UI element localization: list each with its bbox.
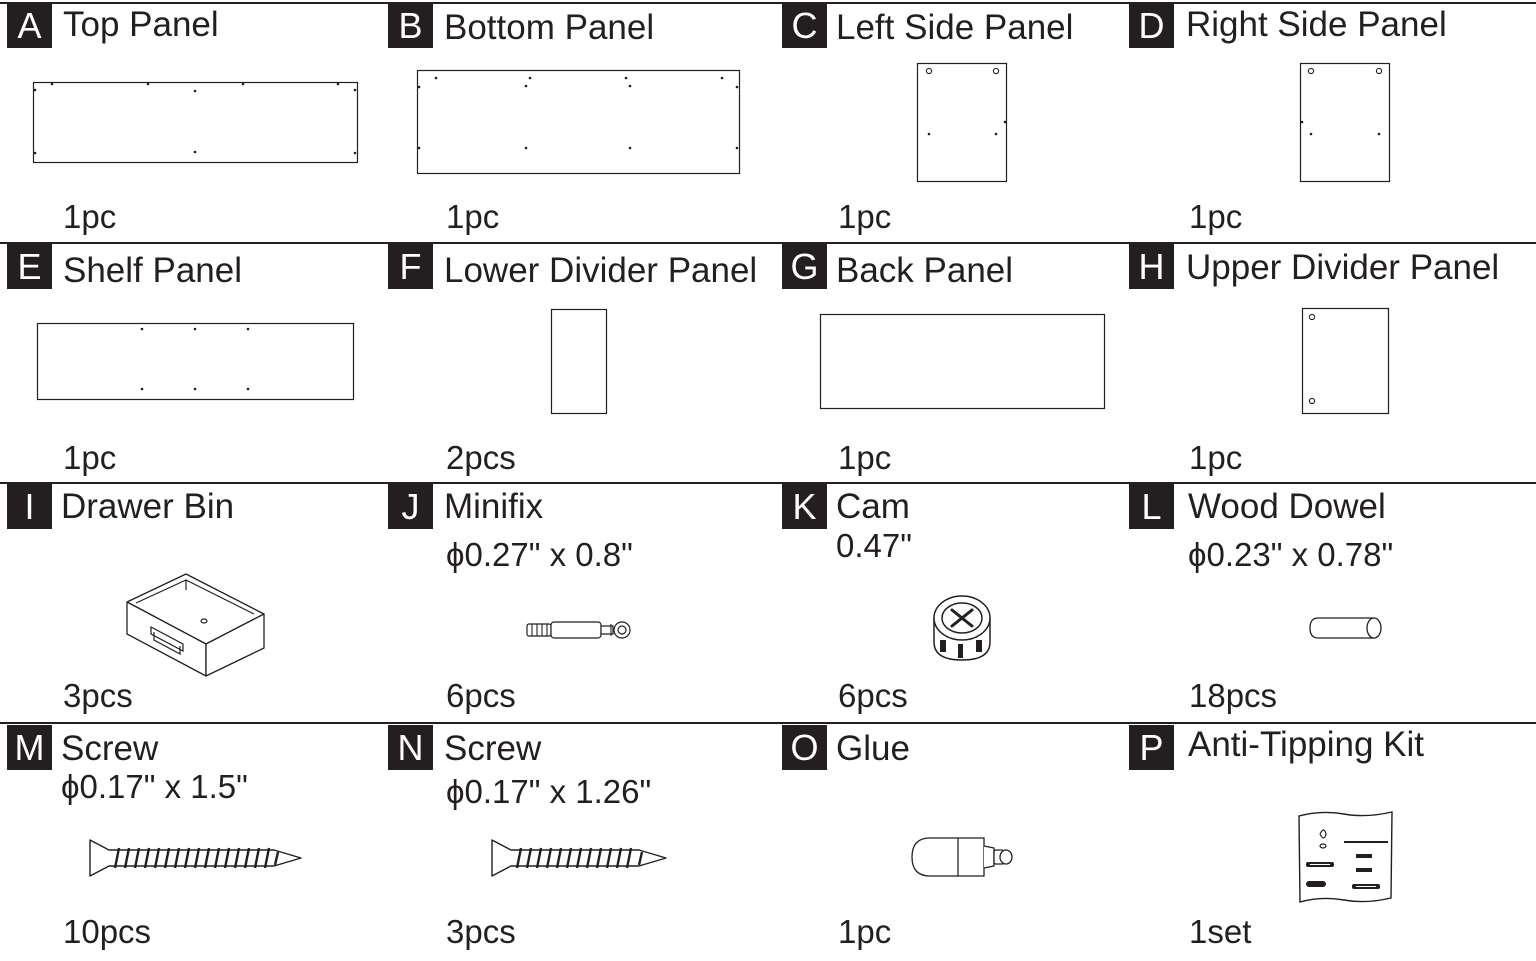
row-divider — [0, 482, 1536, 484]
panel-icon — [1299, 62, 1391, 188]
part-quantity: 1pc — [1189, 198, 1243, 235]
part-size: ϕ0.23" x 0.78" — [1188, 536, 1394, 573]
part-quantity: 3pcs — [446, 913, 516, 950]
panel-icon — [32, 81, 359, 169]
panel-icon — [550, 308, 608, 420]
part-letter: K — [782, 484, 827, 529]
part-letter: P — [1129, 725, 1174, 770]
part-letter: N — [388, 725, 433, 770]
panel-icon — [1301, 307, 1390, 420]
part-letter: L — [1129, 484, 1174, 529]
part-name: Bottom Panel — [444, 8, 655, 47]
minifix-bolt-icon — [526, 618, 634, 647]
part-quantity: 1pc — [1189, 439, 1243, 476]
part-quantity: 6pcs — [838, 677, 908, 714]
part-name: Screw — [61, 729, 159, 768]
part-quantity: 1pc — [838, 913, 892, 950]
part-quantity: 1pc — [63, 198, 117, 235]
part-name: Glue — [836, 729, 910, 768]
glue-bottle-icon — [910, 836, 1016, 883]
cam-lock-icon — [930, 592, 994, 669]
anti-tipping-kit-icon — [1296, 808, 1396, 911]
screw-icon — [89, 838, 304, 883]
part-letter: A — [7, 3, 52, 48]
wood-dowel-icon — [1308, 616, 1384, 645]
part-name: Top Panel — [63, 5, 219, 44]
part-quantity: 3pcs — [63, 677, 133, 714]
part-letter: M — [7, 725, 52, 770]
part-quantity: 10pcs — [63, 913, 152, 950]
part-name: Drawer Bin — [61, 487, 235, 526]
part-name: Shelf Panel — [63, 251, 243, 290]
part-name: Upper Divider Panel — [1186, 248, 1500, 287]
row-divider — [0, 722, 1536, 724]
part-letter: J — [388, 484, 433, 529]
screw-icon — [491, 838, 669, 883]
part-name: Minifix — [444, 487, 544, 526]
part-quantity: 1pc — [63, 439, 117, 476]
part-letter: G — [782, 244, 827, 289]
part-letter: F — [388, 244, 433, 289]
part-letter: O — [782, 725, 827, 770]
part-letter: D — [1129, 3, 1174, 48]
part-name: Wood Dowel — [1188, 487, 1386, 526]
part-quantity: 1set — [1189, 913, 1252, 950]
part-quantity: 1pc — [838, 439, 892, 476]
row-divider — [0, 2, 1536, 4]
part-size: ϕ0.17" x 1.5" — [61, 768, 248, 805]
part-size: ϕ0.27" x 0.8" — [446, 536, 633, 573]
part-quantity: 6pcs — [446, 677, 516, 714]
row-divider — [0, 242, 1536, 244]
panel-icon — [916, 62, 1008, 188]
panel-icon — [819, 313, 1106, 415]
part-letter: H — [1129, 244, 1174, 289]
part-quantity: 18pcs — [1189, 677, 1278, 714]
part-name: Cam — [836, 487, 910, 526]
part-quantity: 2pcs — [446, 439, 516, 476]
part-size: 0.47" — [836, 527, 912, 564]
panel-icon — [416, 69, 741, 180]
part-letter: C — [782, 3, 827, 48]
part-letter: I — [7, 484, 52, 529]
drawer-bin-icon — [126, 572, 266, 683]
part-quantity: 1pc — [838, 198, 892, 235]
part-size: ϕ0.17" x 1.26" — [446, 773, 652, 810]
part-name: Screw — [444, 729, 542, 768]
part-name: Anti-Tipping Kit — [1188, 725, 1425, 764]
part-name: Left Side Panel — [836, 8, 1074, 47]
part-letter: E — [7, 244, 52, 289]
part-name: Lower Divider Panel — [444, 251, 758, 290]
part-letter: B — [388, 3, 433, 48]
part-name: Back Panel — [836, 251, 1014, 290]
panel-icon — [36, 322, 355, 406]
part-name: Right Side Panel — [1186, 5, 1447, 44]
part-quantity: 1pc — [446, 198, 500, 235]
